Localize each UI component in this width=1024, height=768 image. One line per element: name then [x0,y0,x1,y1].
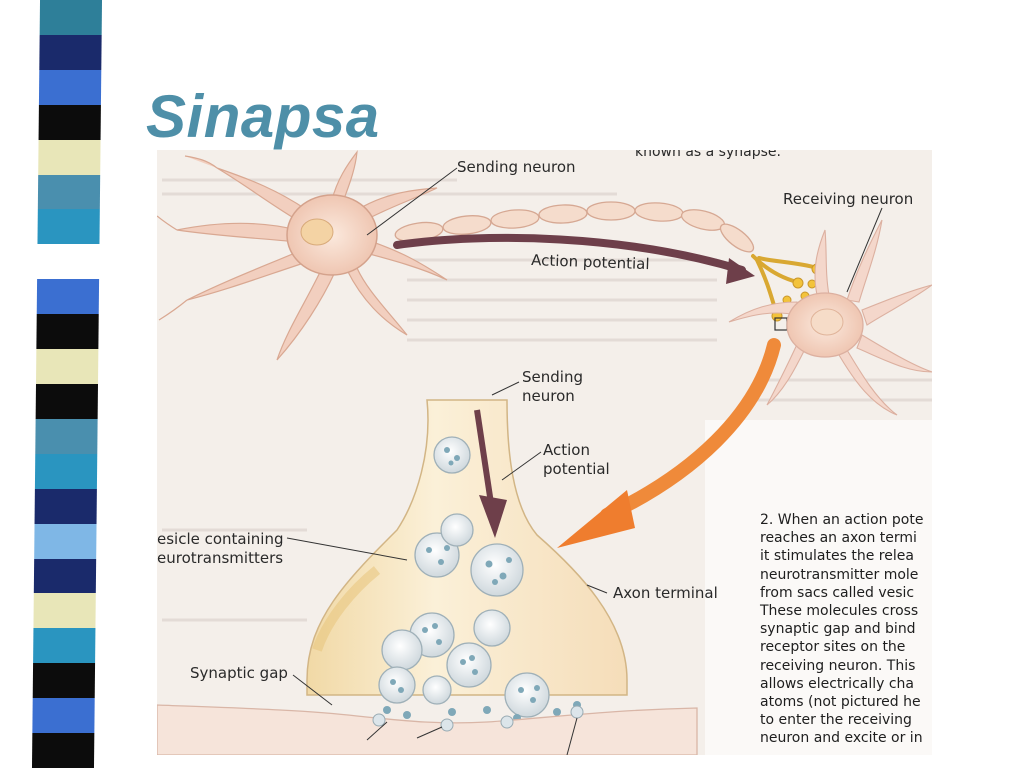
caption-line: from sacs called vesic [760,584,915,601]
stripe [33,558,97,594]
zoom-arrow-head [557,490,635,548]
stripe [35,418,98,454]
stripe [32,698,95,734]
stripe [38,139,101,175]
terminal-action-arrow-head [479,495,507,538]
stripe [36,279,100,315]
label-axon-terminal: Axon terminal [613,584,718,602]
stripe [37,244,100,280]
receptor-sites [372,705,584,732]
label-action-potential: Action potential [531,251,650,273]
caption-panel [705,420,932,755]
label-vesicle-line1: esicle containing [157,530,284,548]
decorative-stripe-bar [31,0,103,768]
synapse-diagram: known as a synapse. [157,150,932,755]
sending-neuron-dendrites [157,150,448,361]
stripe [38,69,102,105]
axon-terminal-closeup [306,399,628,696]
vesicles [378,436,550,718]
caption-line: 2. When an action pote [760,512,924,528]
caption-line: neuron and excite or in [760,730,923,747]
synapse-illustration: known as a synapse. [157,150,932,755]
caption-line: it stimulates the relea [760,548,914,565]
stripe [38,104,101,140]
label-sending-neuron: Sending neuron [457,158,576,176]
caption-line: synaptic gap and bind [760,621,916,638]
stripe [34,453,98,489]
stripe [32,663,96,699]
caption-line: These molecules cross [760,603,919,620]
sending-neuron-nucleus [300,218,334,246]
receiving-neuron-nucleus [810,308,844,336]
label-sending-neuron-closeup-line1: Sending [522,368,583,386]
stripe [39,0,103,35]
label-sending-neuron-closeup-line2: neuron [522,387,575,405]
slide-title: Sinapsa [146,83,380,150]
label-receiving-neuron: Receiving neuron [783,190,913,208]
caption-line: reaches an axon termi [760,530,917,547]
caption-line: allows electrically cha [760,675,915,692]
cropped-top-text: known as a synapse. [635,150,781,160]
label-synaptic-gap: Synaptic gap [190,664,288,682]
receiving-membrane [157,704,698,755]
myelinated-axon [394,201,755,253]
stripe [31,733,95,768]
stripe [36,314,99,350]
label-vesicle-line2: eurotransmitters [157,549,283,567]
caption-line: receptor sites on the [760,639,906,656]
label-leader-lines [286,167,883,755]
caption-text: 2. When an action pote reaches an axon te… [760,511,932,748]
action-potential-arrow-curve [393,233,746,274]
caption-line: atoms (not pictured he [760,694,921,711]
caption-line: neurotransmitter mole [760,566,919,583]
stripe [33,628,96,664]
receiving-neuron-dendrites [728,219,932,416]
zoom-arrow-curve [600,338,781,522]
terminal-membrane-shade [312,566,381,652]
stripe [34,523,97,559]
terminal-action-arrow-shaft [474,409,495,511]
stripe [37,174,101,210]
stripe [36,349,99,384]
stripe [35,383,99,419]
label-action-potential-closeup-line1: Action [543,441,590,459]
caption-line: receiving neuron. This [760,657,916,674]
action-potential-arrow-head [726,258,755,284]
caption-line: to enter the receiving [760,712,912,729]
stripe [33,593,96,629]
label-action-potential-closeup-line2: potential [543,460,610,478]
stripe [37,209,100,245]
bleed-through-lines [162,178,932,622]
stripe [39,34,102,70]
stripe [34,488,97,524]
